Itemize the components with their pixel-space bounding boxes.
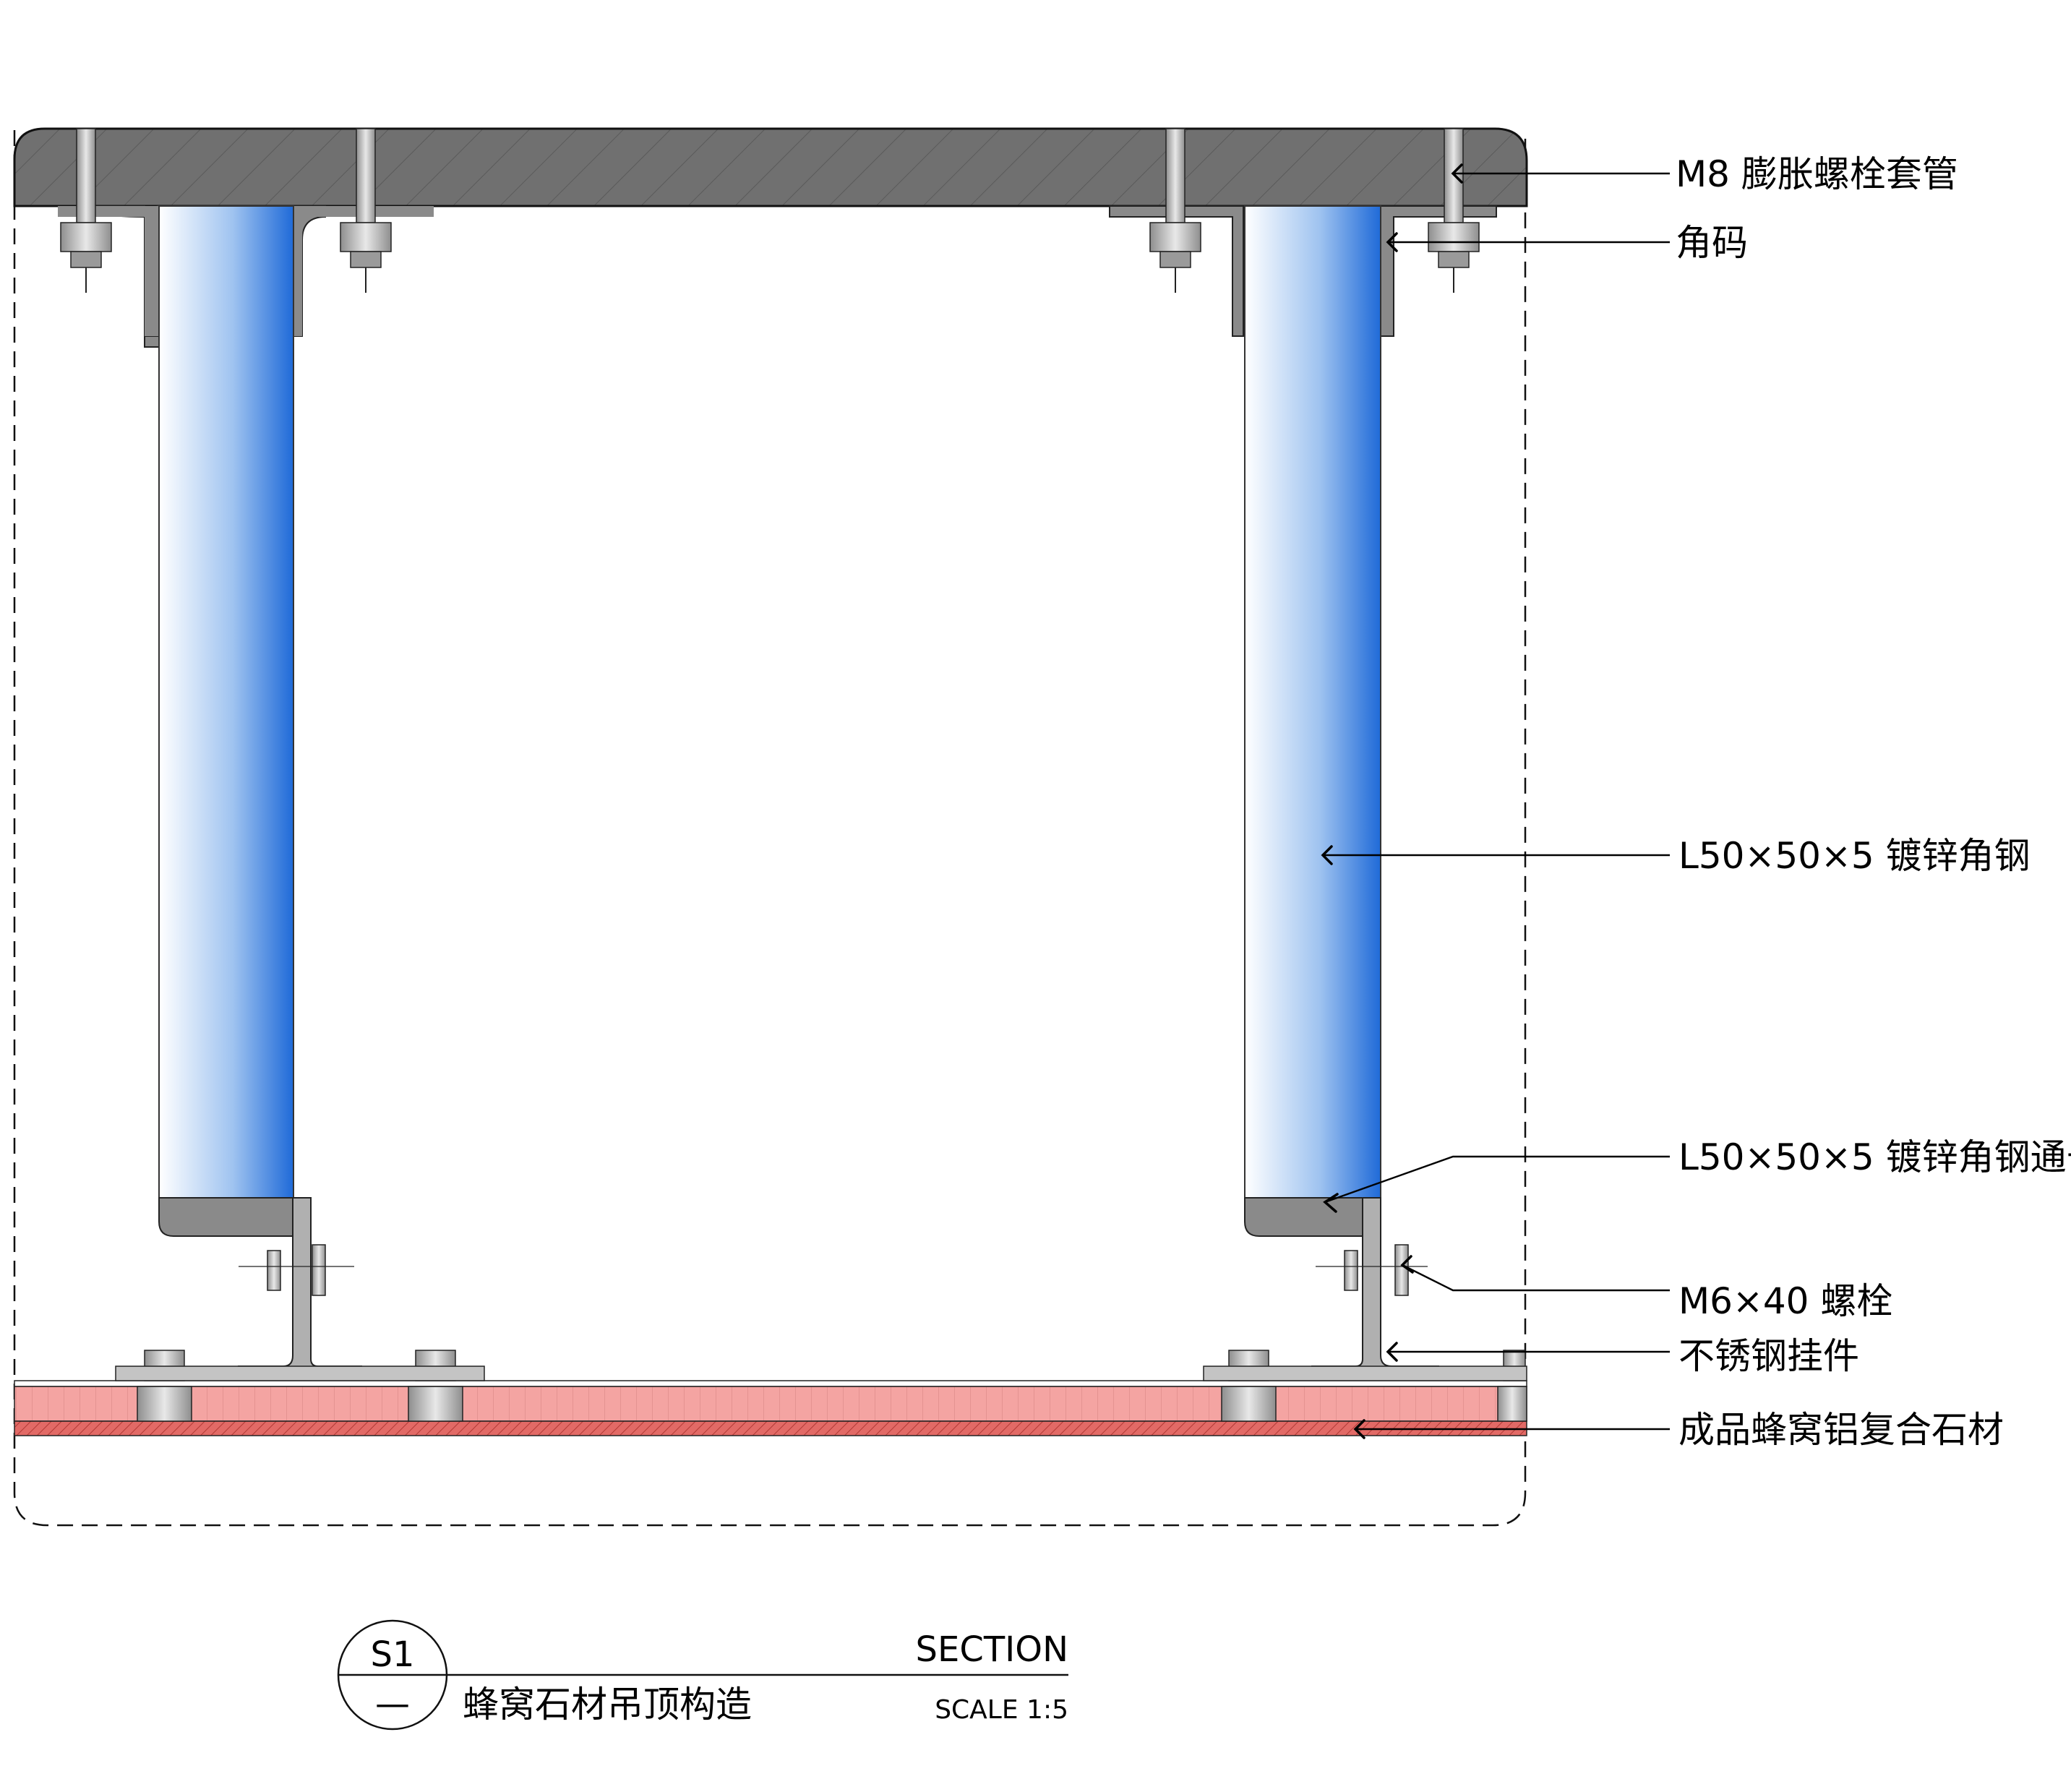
leader-lines	[1321, 163, 1670, 1439]
callout-angle-steel: L50×50×5 镀锌角钢	[1678, 835, 2031, 877]
callout-panel: 成品蜂窝铝复合石材	[1678, 1409, 2004, 1451]
callout-corner-bracket: 角码	[1676, 222, 1748, 264]
concrete-slab	[13, 127, 1528, 207]
left-hanger-assembly	[58, 205, 434, 1381]
sheet-number: —	[375, 1684, 410, 1724]
panel-studs	[115, 1350, 1527, 1422]
right-hanger-assembly	[1109, 205, 1497, 1381]
anchor-bolts	[60, 128, 1480, 293]
honeycomb-panel	[14, 1350, 1527, 1436]
section-tag: S1	[370, 1634, 414, 1675]
callout-anchor-sleeve: M8 膨胀螺栓套管	[1676, 153, 1958, 195]
callout-angle-steel-full: L50×50×5 镀锌角钢通长	[1678, 1136, 2071, 1178]
callout-hanger: 不锈钢挂件	[1678, 1335, 1859, 1377]
drawing-scale: SCALE 1:5	[935, 1695, 1068, 1725]
section-boundary	[13, 130, 1527, 1527]
bolt-right	[1316, 1244, 1428, 1296]
title-block: S1 — SECTION 蜂窝石材吊顶构造 SCALE 1:5	[337, 1619, 1068, 1731]
anchor-bolt-3	[1149, 128, 1201, 293]
anchor-bolt-1	[60, 128, 112, 293]
anchor-bolt-2	[340, 128, 392, 293]
section-heading: SECTION	[916, 1629, 1068, 1670]
bolt-left	[239, 1244, 354, 1296]
callout-bolt: M6×40 螺栓	[1678, 1280, 1892, 1322]
angle-steel-right	[1244, 205, 1381, 1199]
drawing-title: 蜂窝石材吊顶构造	[463, 1684, 752, 1725]
angle-steel-left	[158, 205, 294, 1199]
